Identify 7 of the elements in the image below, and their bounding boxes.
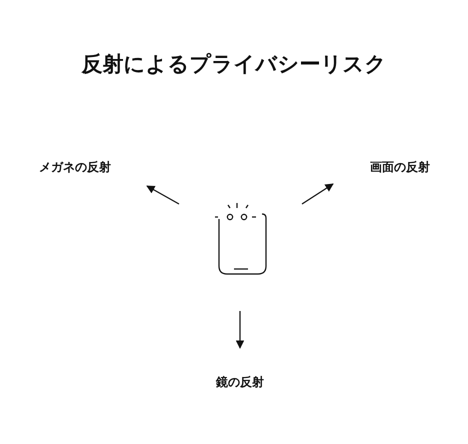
reflection-label: 鏡の反射 bbox=[208, 374, 272, 390]
arrow bbox=[236, 311, 244, 349]
arrow bbox=[146, 185, 180, 205]
reflection-label: 画面の反射 bbox=[360, 159, 440, 175]
reflection-label: メガネの反射 bbox=[28, 159, 122, 175]
diagram-title: 反射によるプライバシーリスク bbox=[80, 51, 388, 78]
arrow bbox=[302, 184, 334, 204]
